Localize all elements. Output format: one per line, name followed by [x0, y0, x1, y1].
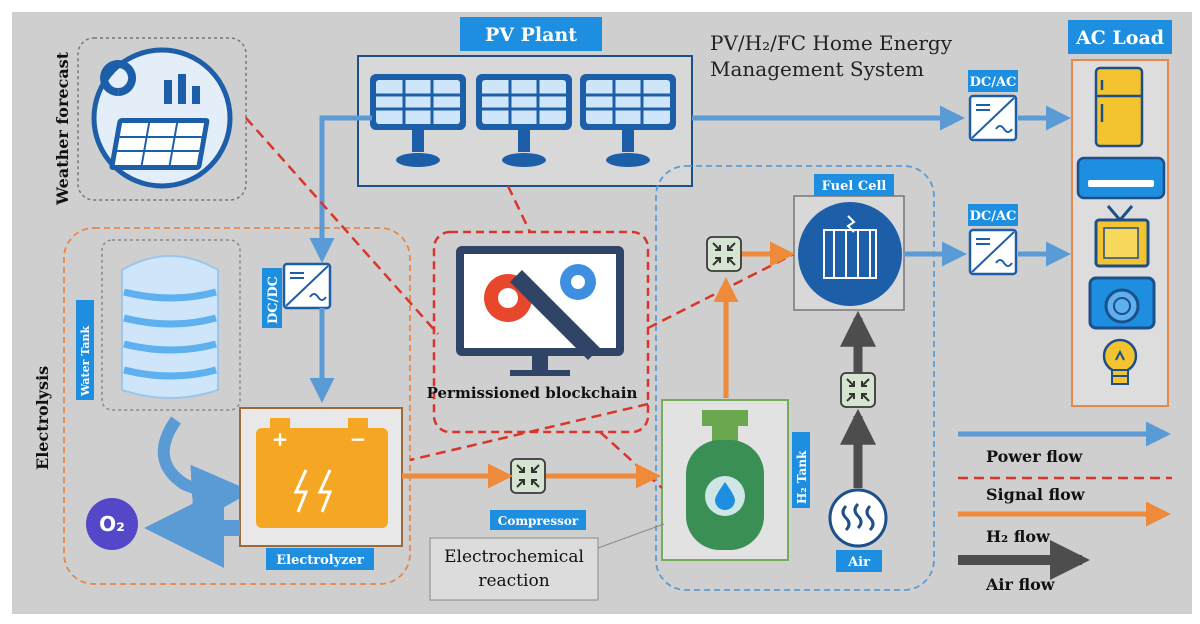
- pv-plant-label: PV Plant: [485, 24, 577, 46]
- water-tank-tag: [76, 300, 94, 400]
- weather-forecast-label: Weather forecast: [53, 51, 72, 206]
- electrolysis-label: Electrolysis: [33, 366, 52, 470]
- ac-load-label: AC Load: [1075, 27, 1164, 49]
- compressor-tag: [490, 510, 586, 530]
- electrochemical-line2: reaction: [478, 571, 549, 591]
- air-icon: [828, 488, 888, 548]
- h2-cylinder-icon: [686, 410, 764, 550]
- legend: Power flow Signal flow H₂ flow Air flow: [958, 421, 1172, 594]
- legend-h2-label: H₂ flow: [986, 527, 1051, 546]
- svg-text:+: +: [272, 427, 289, 451]
- dcac-top-converter-icon: [968, 94, 1018, 142]
- electrochemical-line1: Electrochemical: [444, 547, 584, 567]
- electrolyzer-label: Electrolyzer: [276, 553, 364, 568]
- h2-flow-lines: [402, 241, 795, 489]
- dcdc-converter-icon: [282, 262, 332, 310]
- weather-forecast-box: [77, 37, 247, 201]
- blockchain-label: Permissioned blockchain: [427, 384, 638, 402]
- h2-tank-label: H₂ Tank: [795, 450, 809, 504]
- fuel-cell-tag: [814, 174, 894, 196]
- weather-forecast-icon: [91, 47, 233, 189]
- dcac-mid-label: DC/AC: [970, 209, 1017, 224]
- electrolyzer-tag: [266, 548, 374, 570]
- fuel-cell-region: [655, 165, 935, 591]
- television-icon: [1094, 205, 1150, 268]
- solar-panel-icon: [368, 72, 678, 169]
- dcdc-tag: [262, 268, 282, 328]
- blockchain-box: [432, 230, 650, 434]
- washing-machine-icon: [1088, 276, 1156, 330]
- svg-text:−: −: [350, 427, 367, 451]
- fuel-cell-icon: [798, 202, 902, 306]
- legend-air-label: Air flow: [985, 575, 1056, 594]
- dcac-top-tag: [968, 70, 1018, 92]
- system-title-line1: PV/H₂/FC Home Energy: [710, 31, 953, 55]
- monitor-gear-icon: [456, 246, 624, 376]
- water-tank-icon: [121, 255, 219, 399]
- electrochemical-box: [429, 537, 599, 601]
- o2-bubble-icon: [86, 498, 138, 550]
- electrochemical-pointer: [597, 523, 665, 549]
- air-conditioner-icon: [1076, 156, 1166, 200]
- compressor-icon: [510, 458, 546, 494]
- system-title-line2: Management System: [710, 57, 924, 81]
- air-compressor-icon: [840, 372, 876, 408]
- fuel-cell-compressor-icon: [706, 236, 742, 272]
- o2-label: O₂: [99, 512, 125, 536]
- h2-tank-tag: [792, 432, 810, 508]
- fridge-icon: [1094, 66, 1144, 148]
- dcac-top-label: DC/AC: [970, 75, 1017, 90]
- legend-power-label: Power flow: [986, 447, 1084, 466]
- dcdc-label: DC/DC: [266, 276, 281, 324]
- air-label: Air: [847, 555, 870, 570]
- fuel-cell-label: Fuel Cell: [822, 179, 887, 194]
- legend-signal-label: Signal flow: [986, 485, 1086, 504]
- ac-load-tag: [1068, 20, 1172, 54]
- electrolysis-region: [63, 227, 411, 585]
- light-bulb-icon: [1102, 338, 1138, 385]
- compressor-label: Compressor: [498, 514, 579, 528]
- air-tag: [836, 550, 882, 572]
- battery-icon: + −: [256, 418, 388, 528]
- power-flow-lines: [309, 105, 1071, 403]
- dcac-mid-tag: [968, 204, 1018, 226]
- dcac-mid-converter-icon: [968, 228, 1018, 276]
- pv-plant-tag: [460, 17, 602, 51]
- water-tank-label: Water Tank: [79, 326, 92, 397]
